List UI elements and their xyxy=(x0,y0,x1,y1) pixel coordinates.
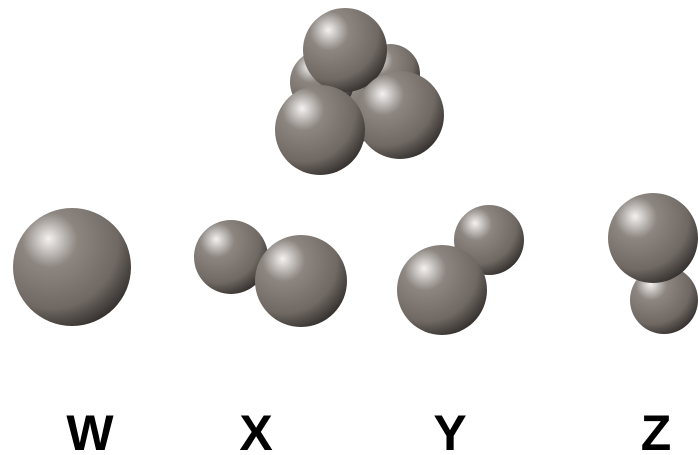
label-x: X xyxy=(239,405,272,455)
label-y: Y xyxy=(433,405,466,455)
cluster-atom-top xyxy=(303,8,387,92)
cluster-atom-left xyxy=(275,85,365,175)
molecule-w xyxy=(13,208,131,326)
molecule-z-atom-bottom xyxy=(630,266,698,334)
molecule-x-atom-small xyxy=(194,220,268,294)
label-w: W xyxy=(66,405,114,455)
molecule-z xyxy=(608,193,698,334)
molecule-y xyxy=(397,205,524,335)
molecule-x xyxy=(194,220,347,327)
molecule-x-atom-large xyxy=(255,235,347,327)
molecule-y-atom-large xyxy=(397,245,487,335)
molecule-z-atom-top xyxy=(608,193,698,283)
central-cluster xyxy=(275,8,444,175)
cluster-atom-right xyxy=(356,71,444,159)
label-z: Z xyxy=(641,405,672,455)
molecule-w-atom xyxy=(13,208,131,326)
